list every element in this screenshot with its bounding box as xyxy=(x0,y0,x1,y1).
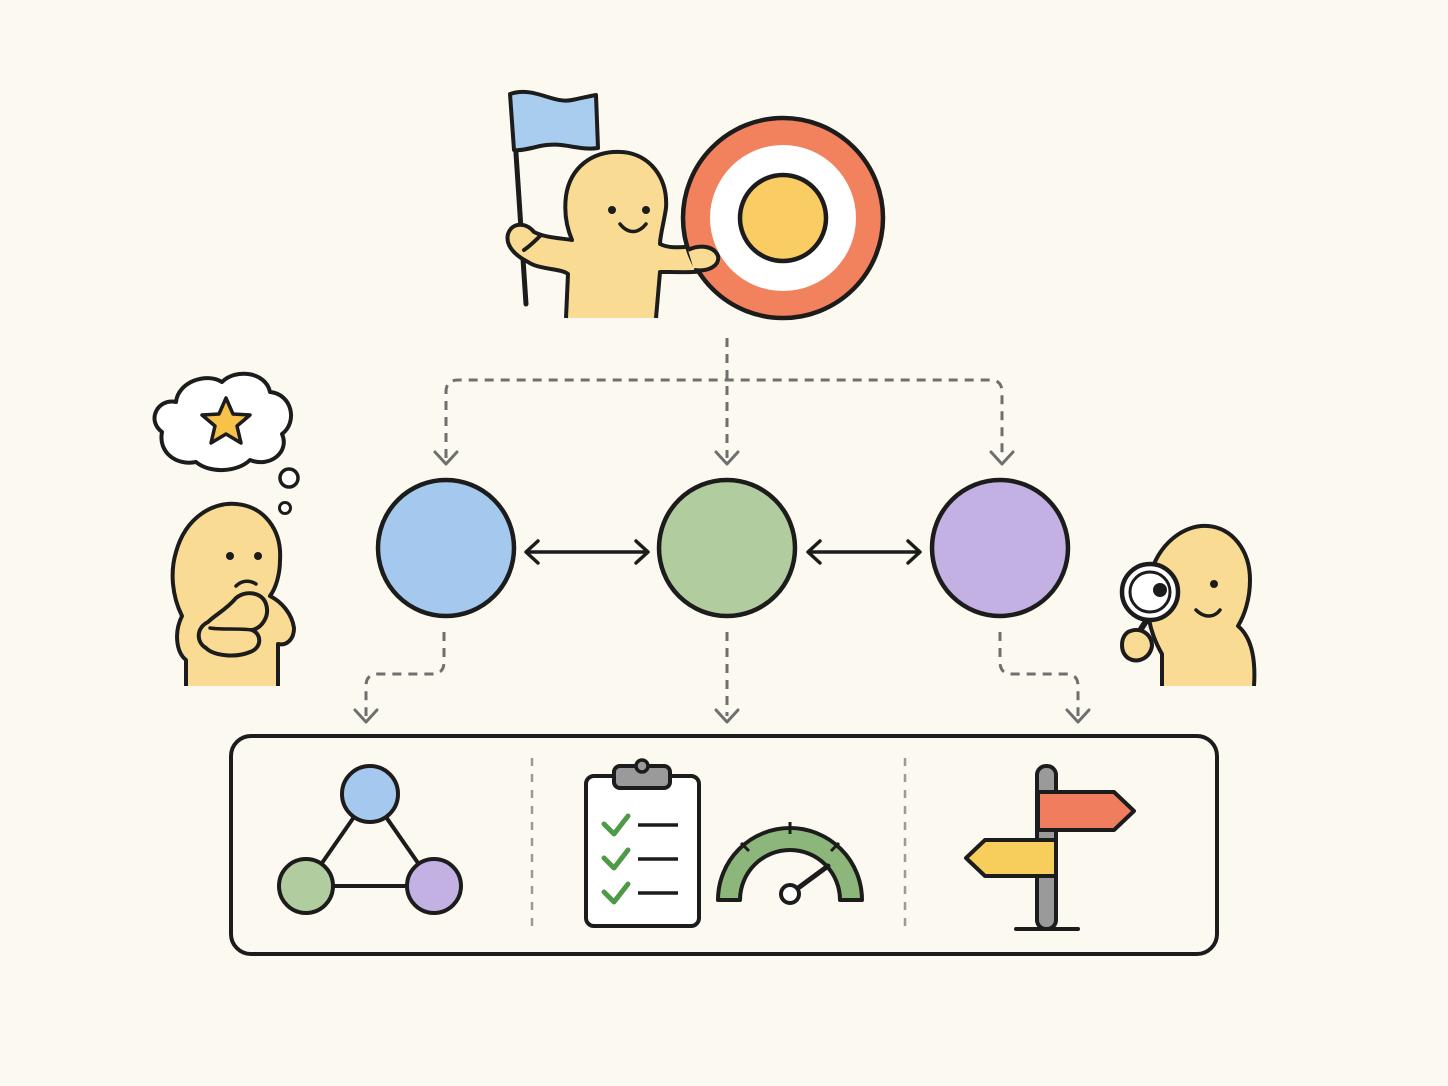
bidirectional-arrow-right xyxy=(806,539,922,565)
character-hand xyxy=(687,244,721,273)
network-triangle-icon xyxy=(277,764,463,915)
node-blue xyxy=(375,477,517,619)
output-panel xyxy=(229,734,1219,956)
thinking-character xyxy=(152,371,300,686)
target-icon xyxy=(680,115,886,321)
gauge-icon xyxy=(716,822,864,905)
top-connectors xyxy=(433,338,1015,466)
node-row xyxy=(375,477,1071,619)
signpost-icon xyxy=(964,764,1136,931)
magnifying-glass-icon xyxy=(1119,561,1181,643)
flag-icon xyxy=(508,89,600,307)
node-purple xyxy=(929,477,1071,619)
star-icon xyxy=(200,396,252,445)
top-goal-group xyxy=(505,89,886,321)
node-green xyxy=(656,477,798,619)
checklist-clipboard-icon xyxy=(584,758,701,928)
character-with-magnifying-glass xyxy=(1119,523,1257,687)
bottom-connectors xyxy=(353,632,1091,724)
thought-bubble xyxy=(152,371,300,515)
bidirectional-arrow-left xyxy=(524,539,650,565)
